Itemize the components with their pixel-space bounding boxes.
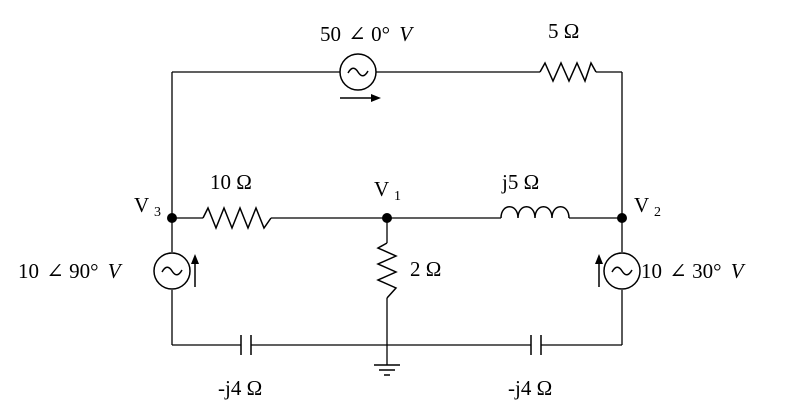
node-v2-sub: 2 — [654, 205, 661, 220]
label-node-v1: V 1 — [374, 177, 401, 204]
source-right-magnitude: 10 — [641, 259, 662, 283]
resistor-top — [539, 61, 597, 84]
label-node-v3: V 3 — [134, 193, 161, 220]
ac-source-right — [595, 252, 641, 290]
label-resistor-top: 5 Ω — [548, 19, 579, 43]
label-resistor-center: 2 Ω — [410, 257, 441, 281]
arrow-head-left — [191, 254, 199, 264]
source-top-unit: V — [399, 22, 414, 46]
wires — [171, 71, 623, 365]
ac-source-left — [153, 252, 199, 290]
label-capacitor-right: -j4 Ω — [508, 376, 552, 400]
source-top-magnitude: 50 — [320, 22, 341, 46]
arrow-head-right — [595, 254, 603, 264]
label-capacitor-left: -j4 Ω — [218, 376, 262, 400]
angle-symbol: ∠ — [46, 259, 64, 283]
node-v3-sub: 3 — [154, 205, 161, 220]
node-v3-dot — [167, 213, 177, 223]
source-left-magnitude: 10 — [18, 259, 39, 283]
node-v3-base: V — [134, 193, 149, 217]
capacitor-left — [240, 335, 252, 355]
angle-symbol: ∠ — [348, 22, 366, 46]
resistor-center — [376, 242, 398, 299]
capacitor-right — [530, 335, 542, 355]
node-v1-dot — [382, 213, 392, 223]
node-v2-dot — [617, 213, 627, 223]
label-source-top: 50 ∠ 0° V — [320, 22, 414, 46]
label-source-left: 10 ∠ 90° V — [18, 259, 123, 283]
source-top-angle: 0° — [371, 22, 390, 46]
label-inductor: j5 Ω — [501, 170, 539, 194]
source-left-unit: V — [108, 259, 123, 283]
source-left-angle: 90° — [69, 259, 98, 283]
arrow-head-top — [371, 94, 381, 102]
label-resistor-middle-left: 10 Ω — [210, 170, 252, 194]
label-node-v2: V 2 — [634, 193, 661, 220]
ac-source-top — [339, 53, 381, 102]
node-v1-sub: 1 — [394, 189, 401, 204]
source-right-angle: 30° — [692, 259, 721, 283]
source-right-unit: V — [731, 259, 746, 283]
angle-symbol: ∠ — [669, 259, 687, 283]
node-v1-base: V — [374, 177, 389, 201]
label-source-right: 10 ∠ 30° V — [641, 259, 746, 283]
inductor-j5 — [500, 206, 570, 219]
ground-icon — [374, 364, 400, 376]
node-v2-base: V — [634, 193, 649, 217]
resistor-middle-left — [202, 205, 272, 231]
